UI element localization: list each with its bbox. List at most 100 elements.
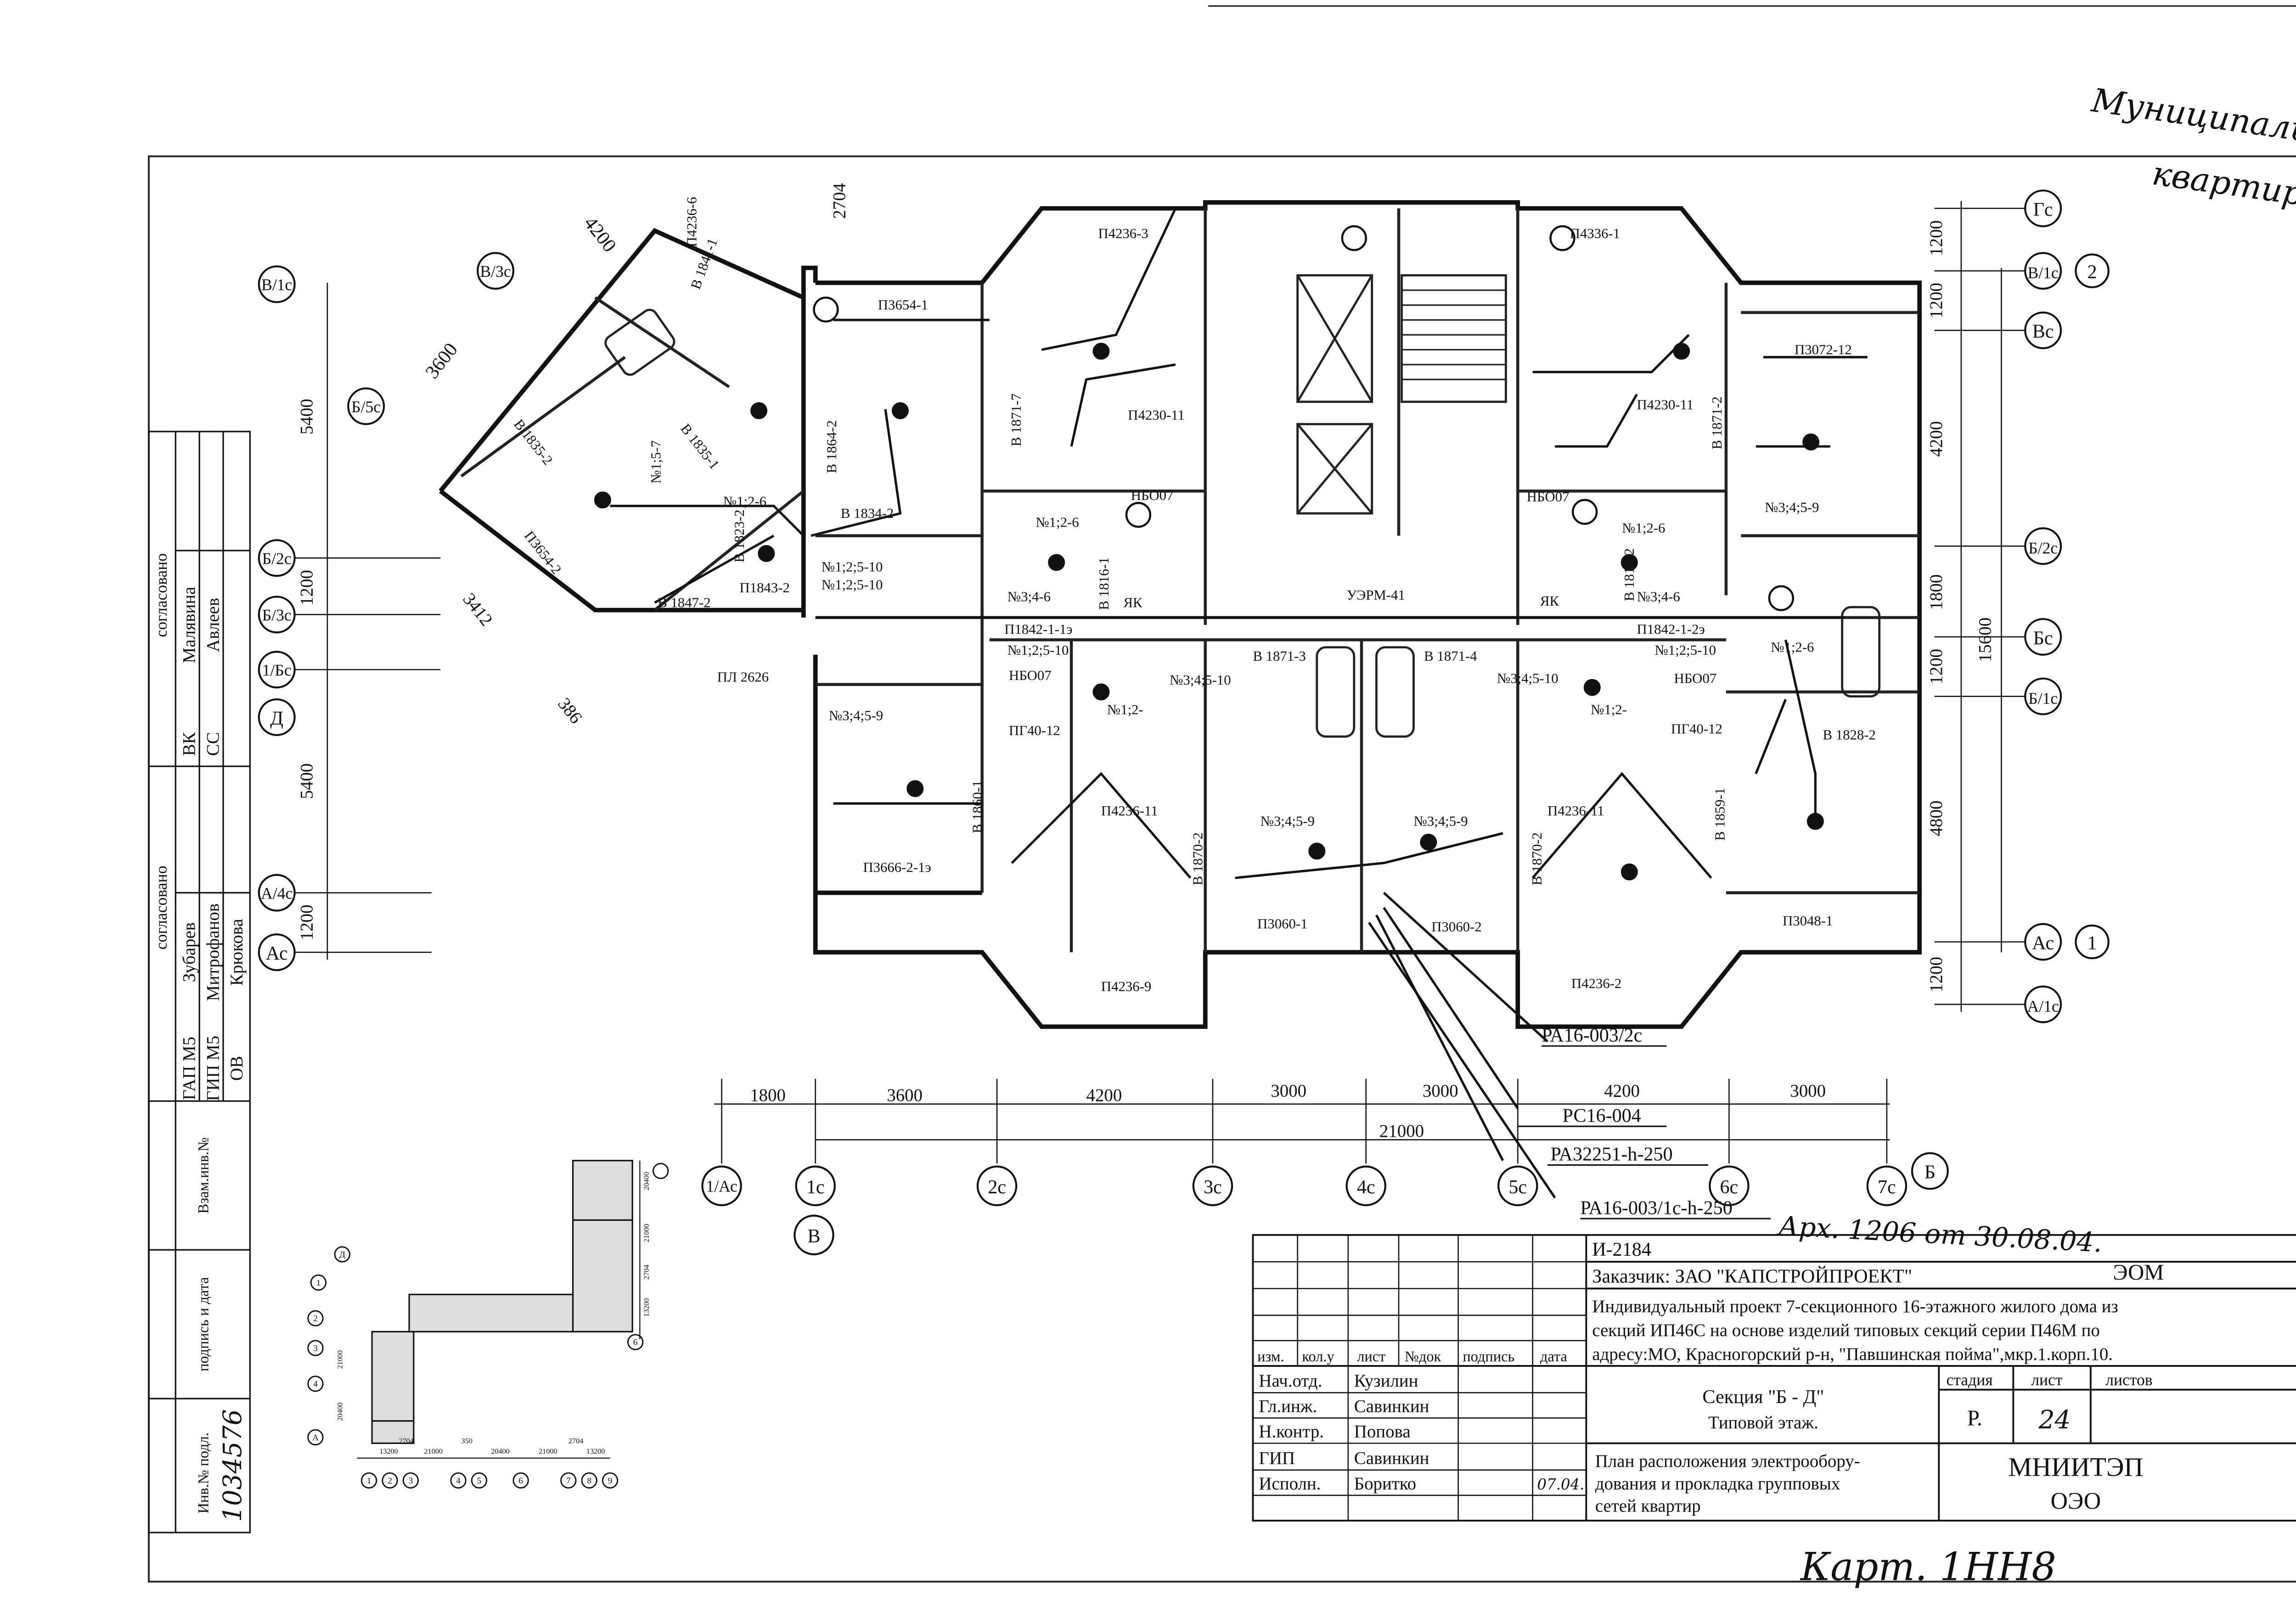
grid-label-left-2: Б/2с xyxy=(262,549,292,568)
room-label: П1843-2 xyxy=(739,580,789,596)
room-label: П4236-3 xyxy=(1098,226,1148,242)
room-label: №3;4;5-9 xyxy=(1413,814,1468,829)
room-label: П3060-2 xyxy=(1431,919,1481,935)
title-sheet-number: 24 xyxy=(2038,1405,2071,1434)
room-label: В 1835-1 xyxy=(677,421,722,472)
dim-left-1: 1200 xyxy=(297,570,316,606)
title-block: И-2184 Заказчик: ЗАО "КАПСТРОЙПРОЕКТ" ЭО… xyxy=(1252,1234,2296,1522)
grid-label-left-6: А/4с xyxy=(261,884,293,902)
room-label: №3;4-6 xyxy=(1007,589,1051,604)
dim-right-5: 1200 xyxy=(1926,649,1946,685)
room-label: П1842-1-2э xyxy=(1637,622,1705,637)
title-person-role-4: ГИП xyxy=(1259,1449,1295,1468)
grid-label-bottom-4: 4с xyxy=(1357,1176,1375,1198)
room-label: П3060-1 xyxy=(1257,916,1307,932)
fixture-symbols xyxy=(594,225,1824,881)
title-floor: Типовой этаж. xyxy=(1708,1413,1818,1433)
room-label: П4336-1 xyxy=(1570,226,1620,242)
stamp-row-3-name: Зубарев xyxy=(179,922,199,982)
side-stamp: согласовано ВК Малявина СС Авлеев соглас… xyxy=(148,431,251,1534)
room-label: №3;4;5-10 xyxy=(1170,672,1231,688)
grid-label-left-0: В/1с xyxy=(261,275,292,294)
grid-label-right-4: Бс xyxy=(2033,627,2053,649)
room-label: В 1871-3 xyxy=(1253,648,1306,664)
title-col-sheet: лист xyxy=(1357,1349,1385,1365)
room-label: №1;2-6 xyxy=(1035,514,1079,530)
callouts: РА16-003/2с РС16-004 РА32251-h-250 РА16-… xyxy=(1518,1024,1771,1219)
wiring-lines xyxy=(610,208,1868,1199)
title-col-qty: кол.у xyxy=(1302,1349,1334,1365)
room-label: В 1859-1 xyxy=(1712,788,1728,841)
title-organization: МНИИТЭП xyxy=(2008,1452,2143,1482)
grid-mark-right-0: 2 xyxy=(2088,261,2097,283)
title-col-doc: №док xyxy=(1405,1349,1441,1365)
stamp-row-1-name: Малявина xyxy=(179,587,199,663)
room-label: №3;4;5-10 xyxy=(1497,671,1559,686)
grid-label-bottom-0: 1/Ас xyxy=(706,1177,737,1196)
keyplan-dim: 21000 xyxy=(336,1350,344,1369)
dim-bottom-1: 3600 xyxy=(887,1085,923,1105)
room-label: В 1871-2 xyxy=(1709,396,1725,449)
dim-left-2: 5400 xyxy=(297,764,316,799)
dim-right-7: 1200 xyxy=(1926,957,1946,993)
dimensions-bottom: 1800 3600 4200 3000 3000 4200 3000 21000… xyxy=(701,1079,1949,1255)
title-sheet-title-1: План расположения электрообору- xyxy=(1595,1451,1860,1471)
grid-label-left-7: Ас xyxy=(266,943,288,964)
keyplan-dim: 13200 xyxy=(586,1447,605,1455)
room-label: В 1816-2 xyxy=(1621,548,1637,601)
room-label: В 1834-2 xyxy=(841,506,894,521)
dim-diag-1: 3600 xyxy=(421,339,462,382)
title-stage-value: Р. xyxy=(1967,1406,1982,1431)
room-label: В 1870-2 xyxy=(1529,832,1545,885)
room-label: №3;4;5-9 xyxy=(1765,500,1819,515)
room-label: П1842-1-1э xyxy=(1004,622,1072,637)
room-label: П4236-11 xyxy=(1101,803,1158,819)
room-label: В 1860-1 xyxy=(970,780,985,833)
room-label: П4236-6 xyxy=(684,197,700,247)
room-label: В 1871-4 xyxy=(1424,648,1477,664)
title-col-signature: подпись xyxy=(1463,1349,1514,1365)
keyplan-node: 9 xyxy=(608,1476,613,1486)
room-label: В 1816-1 xyxy=(1096,557,1112,610)
keyplan-node: 3 xyxy=(409,1476,413,1486)
keyplan-dim: 13200 xyxy=(379,1447,398,1455)
dim-right-3: 1800 xyxy=(1926,574,1946,610)
keyplan-node: 1 xyxy=(367,1476,371,1486)
dim-diag-0: 4200 xyxy=(580,213,620,256)
keyplan-dim: 2704 xyxy=(568,1437,583,1445)
stamp-inv-number: 1034576 xyxy=(218,1409,247,1522)
room-label: В 1870-2 xyxy=(1190,832,1205,885)
title-project-code: И-2184 xyxy=(1592,1239,1651,1260)
callout-2: РА32251-h-250 xyxy=(1551,1144,1673,1165)
room-label: №1;2- xyxy=(1107,702,1143,718)
grid-axis-left: В/1с Б/5с Б/2с Б/3с 1/Бс Д А/4с Ас В/3с xyxy=(258,252,515,972)
room-label: В 1828-2 xyxy=(1823,727,1876,743)
key-plan: Д 1 2 3 4 А 1 2 3 4 5 6 7 8 9 6 13200 27… xyxy=(307,1160,669,1489)
room-label: ПГ40-12 xyxy=(1671,721,1722,737)
dim-bottom-3: 3000 xyxy=(1271,1081,1306,1101)
title-sheets-header: листов xyxy=(2105,1371,2152,1389)
keyplan-dim: 20400 xyxy=(491,1447,509,1455)
room-label: №1;2;5-10 xyxy=(822,577,883,592)
title-sign-date: 07.04. xyxy=(1537,1476,1584,1493)
title-person-role-5: Исполн. xyxy=(1259,1474,1321,1494)
room-label: №1;2;5-10 xyxy=(822,559,883,574)
grid-label-right-6: Ас xyxy=(2032,933,2054,954)
dim-bottom-2: 4200 xyxy=(1086,1085,1122,1105)
room-label: П4236-2 xyxy=(1571,976,1621,991)
stamp-row-3-role: ГАП М5 xyxy=(179,1037,199,1100)
stamp-col-replace: Взам.инв.№ xyxy=(196,1137,212,1214)
keyplan-node: 6 xyxy=(633,1338,638,1348)
title-person-name-3: Попова xyxy=(1354,1422,1411,1441)
stamp-col-orig-inv: Инв.№ подл. xyxy=(196,1433,212,1513)
title-person-role-3: Н.контр. xyxy=(1259,1422,1324,1441)
keyplan-node: 3 xyxy=(313,1343,318,1353)
dim-top-0: 2704 xyxy=(830,183,850,219)
grid-label-right-0: Гс xyxy=(2033,199,2053,220)
keyplan-dim: 2704 xyxy=(399,1437,413,1445)
keyplan-node: 8 xyxy=(587,1476,591,1486)
stamp-agreed-header-2: согласовано xyxy=(152,865,170,950)
room-label: П3048-1 xyxy=(1783,913,1833,929)
keyplan-dim: 2704 xyxy=(642,1265,651,1280)
keyplan-dim: 21000 xyxy=(539,1447,557,1455)
